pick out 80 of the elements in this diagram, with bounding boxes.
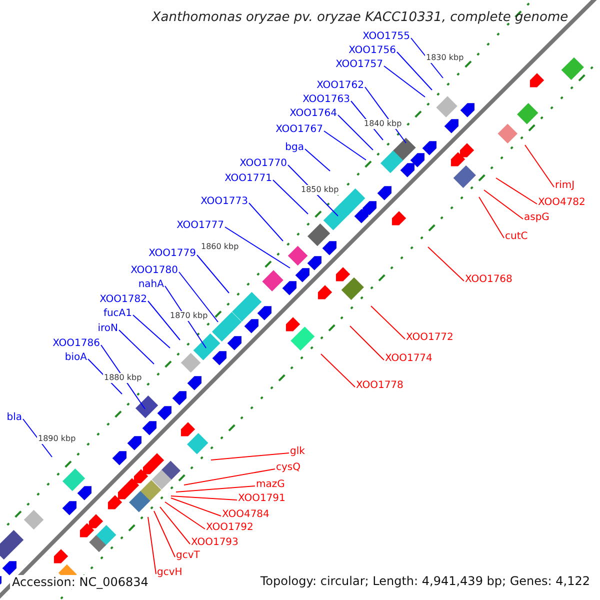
accession-label: Accession: NC_006834 [10, 575, 150, 589]
gene-label: XOO1755 [362, 32, 410, 42]
gene-label: XOO1764 [290, 109, 337, 119]
gene-label: nahA [138, 280, 164, 290]
leader-line [384, 66, 426, 98]
scale-label: 1880 kbp [103, 373, 143, 383]
scale-label: 1830 kbp [425, 53, 465, 63]
leader-line [148, 300, 180, 340]
leader-line [210, 452, 290, 460]
gene-label: XOO1792 [206, 523, 254, 533]
leader-line [22, 418, 52, 458]
leader-line [170, 498, 222, 516]
leader-line [184, 468, 276, 486]
scale-label: 1850 kbp [300, 185, 340, 195]
gene-label: XOO1756 [348, 46, 396, 56]
leader-line [304, 148, 330, 172]
gene-label: bga [285, 143, 304, 153]
gene-label: XOO1768 [465, 275, 512, 285]
leader-line [484, 190, 524, 220]
gene-label: bioA [64, 353, 87, 363]
leader-line [224, 226, 290, 268]
leader-line [364, 86, 406, 144]
gene-label: XOO1780 [130, 266, 178, 276]
gene-label: XOO1777 [176, 221, 224, 231]
leader-line [272, 180, 308, 214]
scale-label: 1860 kbp [200, 242, 240, 252]
leader-line [428, 246, 464, 282]
gene-label: glk [290, 447, 305, 457]
leader-line [118, 330, 154, 364]
gene-label: cysQ [276, 463, 300, 473]
leader-line [176, 486, 256, 492]
gene-label: XOO1793 [191, 538, 238, 548]
leader-line [370, 306, 406, 340]
gene-label: XOO1757 [336, 60, 383, 70]
gene-label: bla [6, 413, 22, 423]
gene-label: XOO1779 [148, 249, 196, 259]
gene-label: XOO1773 [200, 197, 248, 207]
genome-info-label: Topology: circular; Length: 4,941,439 bp; Genes: 4,122 [260, 575, 590, 587]
gene-label: XOO1770 [240, 159, 287, 169]
gene-label: mazG [256, 480, 285, 490]
gene-label: XOO1786 [52, 339, 100, 349]
gene-label: XOO1772 [406, 333, 454, 343]
leader-line [170, 496, 238, 500]
gene-label: gcvH [157, 568, 182, 578]
leader-line [248, 202, 284, 242]
leader-line [148, 516, 156, 574]
leader-line [496, 178, 538, 204]
gene-label: XOO4782 [538, 198, 586, 208]
leader-line [154, 510, 176, 558]
gene-label: XOO1774 [385, 354, 432, 364]
leader-line [396, 52, 432, 90]
leader-line [164, 502, 206, 530]
leader-line [196, 254, 230, 294]
leader-line [524, 144, 554, 188]
gene-label: XOO1782 [100, 295, 147, 305]
gene-label: iroN [98, 324, 118, 334]
gene-label: rimJ [555, 181, 575, 191]
gene-label: XOO1767 [276, 125, 323, 135]
gene-label: aspG [524, 213, 550, 223]
leader-line [132, 314, 170, 348]
gene-label: gcvT [176, 551, 200, 561]
scale-label: 1890 kbp [37, 434, 77, 444]
title: Xanthomonas oryzae pv. oryzae KACC10331, complete genome [150, 11, 570, 24]
leader-line [178, 272, 218, 322]
gene-label: cutC [505, 232, 528, 242]
scale-label: 1840 kbp [363, 119, 403, 129]
gene-label: fucA1 [103, 309, 132, 319]
gene-label: XOO1763 [302, 95, 350, 105]
gene-label: XOO4784 [222, 510, 270, 520]
leader-line [160, 506, 190, 544]
gene-label: XOO1791 [238, 494, 286, 504]
leader-line [350, 326, 384, 360]
leader-line [338, 114, 374, 150]
gene-label: XOO1762 [316, 81, 364, 91]
gene-label: XOO1778 [356, 381, 404, 391]
scale-label: 1870 kbp [169, 311, 209, 321]
gene-label: XOO1771 [224, 174, 272, 184]
leader-line [320, 354, 356, 388]
leader-line [324, 130, 366, 160]
leader-line [478, 196, 504, 238]
